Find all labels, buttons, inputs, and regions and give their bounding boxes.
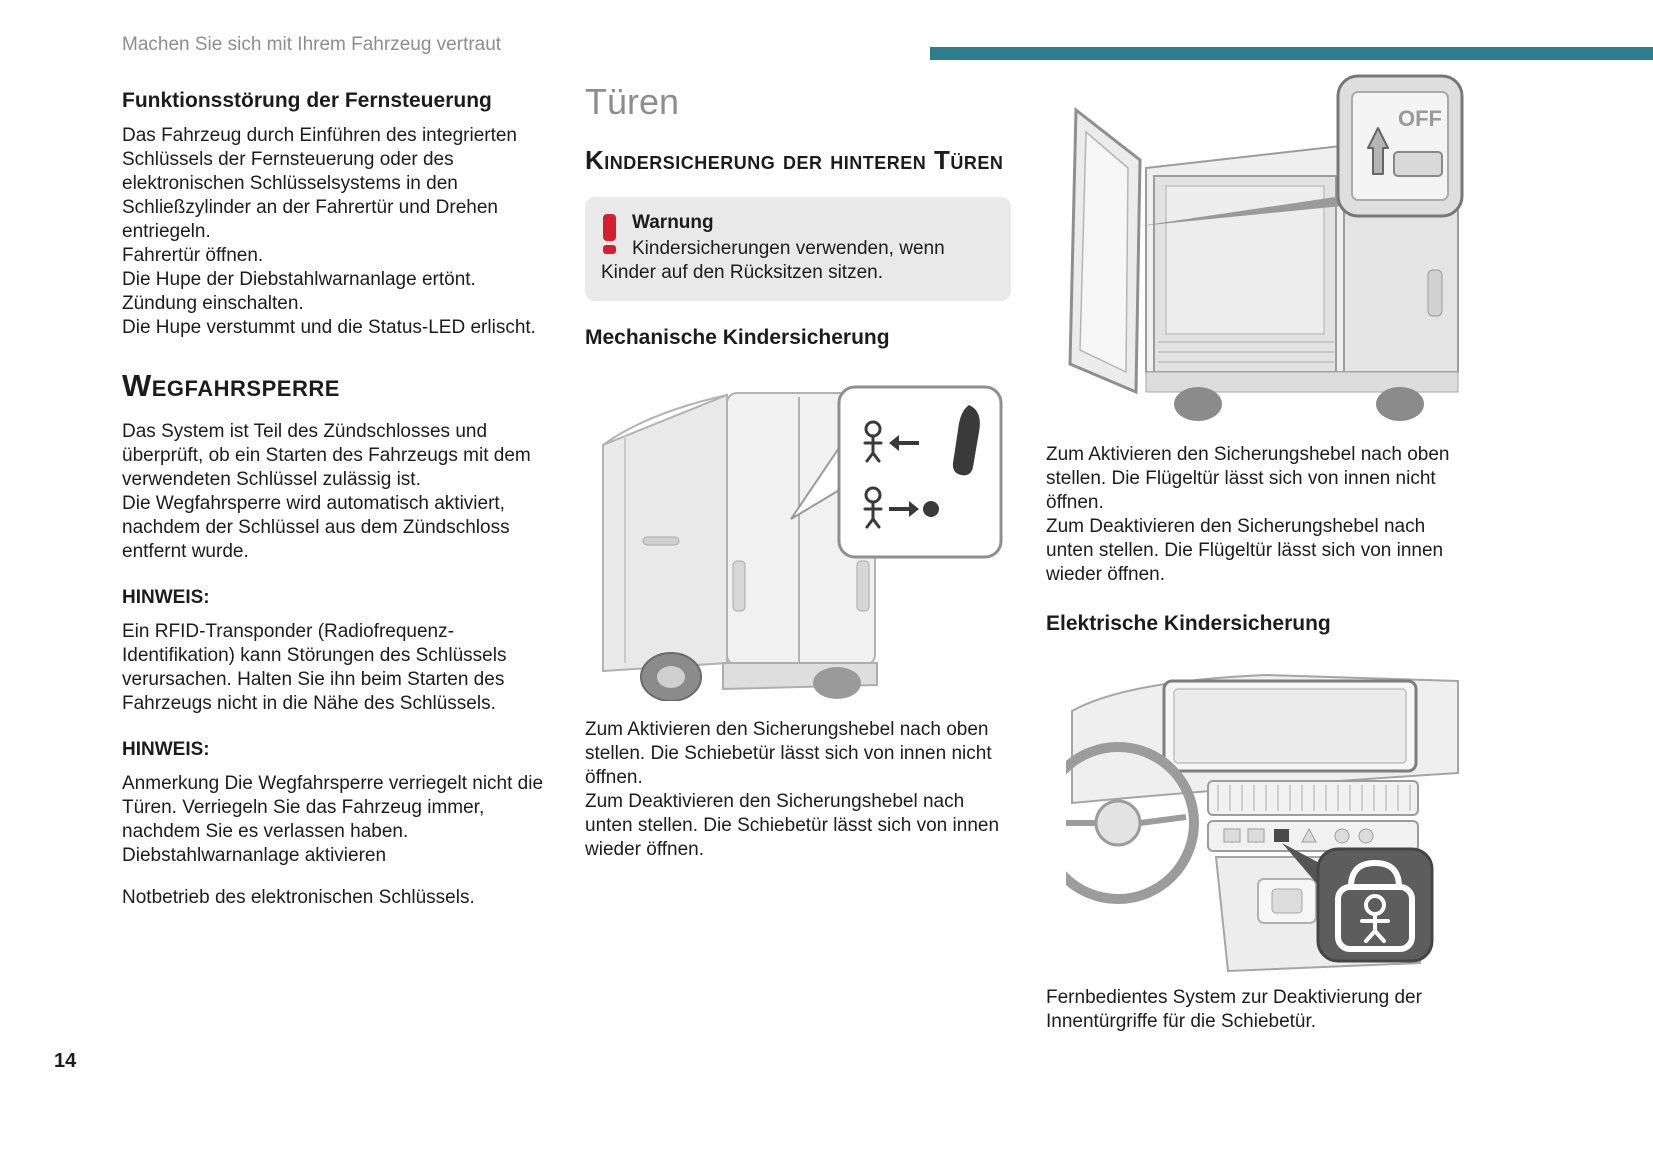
panel-knob: [1334, 828, 1350, 844]
warning-exclamation-icon: [603, 214, 616, 254]
van-rear-child-lock-illustration: [585, 365, 1011, 708]
child-lock-button: [1274, 829, 1289, 842]
van-open-door-illustration: OFF: [1046, 70, 1466, 435]
lock-dot: [923, 501, 939, 517]
taillight-left: [732, 560, 746, 612]
panel-button: [1223, 828, 1241, 843]
middle-column: Türen Kindersicherung der hinteren Türen…: [585, 82, 1011, 862]
page-number: 14: [54, 1050, 77, 1072]
note-label-2: HINWEIS:: [122, 739, 210, 760]
child-lock-icon-callout: [1316, 847, 1434, 963]
text-line: Diebstahlwarnanlage aktivieren: [122, 845, 387, 866]
remote-malfunction-text: Das Fahrzeug durch Einführen des integri…: [122, 124, 550, 340]
lock-lever: [1393, 151, 1443, 177]
air-vents: [1207, 780, 1419, 816]
rear-bumper: [1145, 371, 1459, 393]
text-line: Die Hupe der Diebstahlwarnanlage ertönt.: [122, 269, 476, 290]
text-line: Die Hupe verstummt und die Status-LED er…: [122, 317, 536, 338]
door-handle: [642, 536, 680, 546]
remote-malfunction-heading: Funktionsstörung der Fernsteuerung: [122, 89, 492, 112]
note-text-1: Ein RFID-Transponder (Radiofrequenz-Iden…: [122, 621, 507, 714]
text-line: Anmerkung Die Wegfahrsperre verriegelt n…: [122, 773, 544, 842]
wheel: [1174, 387, 1222, 421]
wheel: [1376, 387, 1424, 421]
chapter-title: Türen: [585, 81, 680, 122]
text-line: Das Fahrzeug durch Einführen des integri…: [122, 125, 518, 242]
cargo-floor: [1158, 341, 1334, 363]
mechanical-child-lock-heading: Mechanische Kindersicherung: [585, 326, 890, 349]
van-rear-illustration-svg: [602, 385, 1003, 702]
callout-pointer: [1140, 196, 1342, 226]
taillight-right: [856, 560, 870, 612]
panel-button: [1247, 828, 1265, 843]
warning-title: Warnung: [632, 212, 714, 233]
lever-up-arrow: [1367, 127, 1389, 175]
electric-child-lock-caption: Fernbedientes System zur Deaktivierung d…: [1046, 987, 1422, 1032]
wheel: [813, 667, 861, 699]
emergency-key-line: Notbetrieb des elektronischen Schlüssels…: [122, 887, 475, 908]
right-column: OFF Zum Aktivieren den Sicherungshebel n…: [1037, 70, 1466, 1034]
running-header: Machen Sie sich mit Ihrem Fahrzeug vertr…: [122, 34, 502, 55]
dashboard-child-lock-illustration: [1037, 651, 1466, 980]
panel-knob: [1358, 828, 1374, 844]
text-line: Zum Aktivieren den Sicherungshebel nach …: [1046, 444, 1450, 513]
child-lock-section-heading: Kindersicherung der hinteren Türen: [585, 145, 1004, 175]
child-lock-lever: [952, 405, 980, 476]
note-label-1: HINWEIS:: [122, 587, 210, 608]
dashboard-svg: [1037, 673, 1459, 973]
text-line: Zündung einschalten.: [122, 293, 304, 314]
van-side-panel: [602, 393, 728, 673]
warning-box: Warnung Kindersicherungen verwenden, wen…: [585, 197, 1011, 301]
accent-bar: [930, 47, 1653, 60]
note-text-2: Anmerkung Die Wegfahrsperre verriegelt n…: [122, 772, 550, 868]
warning-text: Kindersicherungen verwenden, wenn Kinder…: [601, 238, 945, 283]
text-line: Zum Deaktivieren den Sicherungshebel nac…: [585, 791, 1000, 860]
panel-button: [1301, 827, 1317, 843]
text-line: Fahrertür öffnen.: [122, 245, 264, 266]
hinged-door-child-lock-text: Zum Aktivieren den Sicherungshebel nach …: [1046, 443, 1466, 587]
immobilizer-text: Das System ist Teil des Zündschlosses un…: [122, 420, 550, 564]
child-lock-icon: [1335, 859, 1415, 952]
left-column: Funktionsstörung der Fernsteuerung Das F…: [122, 88, 550, 910]
taillight: [1427, 269, 1443, 317]
van-open-door-svg: OFF: [1068, 74, 1464, 421]
mechanical-child-lock-text: Zum Aktivieren den Sicherungshebel nach …: [585, 718, 1011, 862]
text-line: Zum Aktivieren den Sicherungshebel nach …: [585, 719, 992, 788]
immobilizer-heading: Wegfahrsperre: [122, 368, 340, 403]
electric-child-lock-heading: Elektrische Kindersicherung: [1046, 612, 1331, 635]
text-line: Die Wegfahrsperre wird automatisch aktiv…: [122, 493, 510, 562]
text-line: Das System ist Teil des Zündschlosses un…: [122, 421, 531, 490]
off-label: OFF: [1398, 106, 1442, 131]
text-line: Zum Deaktivieren den Sicherungshebel nac…: [1046, 516, 1444, 585]
